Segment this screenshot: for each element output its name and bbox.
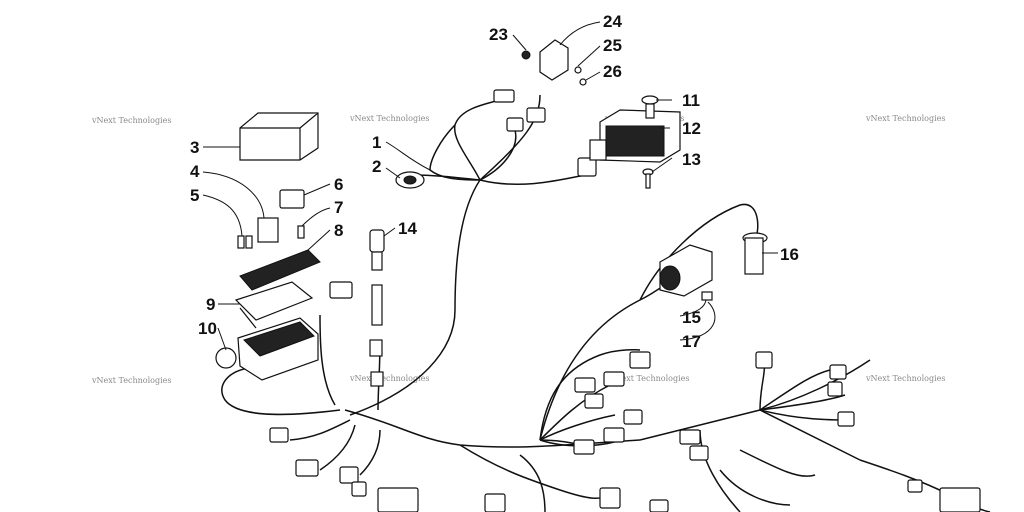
callout-3: 3 [190, 138, 199, 157]
fuse [237, 235, 245, 249]
watermark-8: vNext Technologies [865, 374, 945, 383]
sensor [369, 229, 385, 387]
callout-9: 9 [206, 295, 215, 314]
watermark-6: vNext Technologies [349, 374, 429, 383]
connector [493, 89, 515, 103]
top-connectors [493, 89, 597, 177]
fuse [245, 235, 253, 249]
fuse-box-base [215, 281, 353, 381]
circuit-board [239, 249, 321, 291]
callout-23: 23 [489, 25, 508, 44]
callout-4: 4 [190, 162, 200, 181]
spark-plug-cap [742, 232, 768, 275]
ignition-coil [659, 244, 713, 301]
connector [577, 157, 597, 177]
fuse-box-cover [239, 112, 319, 161]
callout-15: 15 [682, 308, 701, 327]
callout-14: 14 [398, 219, 417, 238]
callout-12: 12 [682, 119, 701, 138]
voltage-regulator [589, 109, 681, 163]
lower-connectors [269, 351, 981, 512]
callout-17: 17 [682, 332, 701, 351]
connector [506, 117, 524, 132]
callout-1: 1 [372, 133, 381, 152]
callouts: 1 2 3 4 5 6 7 8 9 10 11 12 13 14 15 16 1… [190, 12, 799, 351]
callout-11: 11 [682, 91, 700, 110]
callout-5: 5 [190, 186, 199, 205]
connector [526, 107, 546, 123]
callout-7: 7 [334, 198, 343, 217]
relay [257, 217, 279, 243]
callout-16: 16 [780, 245, 799, 264]
relay [279, 189, 305, 209]
watermark-2: vNext Technologies [349, 114, 429, 123]
callout-24: 24 [603, 12, 622, 31]
callout-8: 8 [334, 221, 343, 240]
callout-13: 13 [682, 150, 701, 169]
watermark-1: vNext Technologies [91, 116, 171, 125]
relays-fuses [237, 189, 321, 291]
watermark-7: vNext Technologies [609, 374, 689, 383]
callout-26: 26 [603, 62, 622, 81]
callout-10: 10 [198, 319, 217, 338]
watermark-5: vNext Technologies [91, 376, 171, 385]
callout-25: 25 [603, 36, 622, 55]
leader-lines [202, 21, 778, 351]
watermark-4: vNext Technologies [865, 114, 945, 123]
callout-6: 6 [334, 175, 343, 194]
bracket [521, 39, 587, 86]
callout-2: 2 [372, 157, 381, 176]
fuse [297, 225, 305, 239]
grommet [395, 171, 425, 189]
watermarks: vNext Technologies vNext Technologies vN… [91, 114, 945, 385]
hardware [641, 95, 659, 189]
